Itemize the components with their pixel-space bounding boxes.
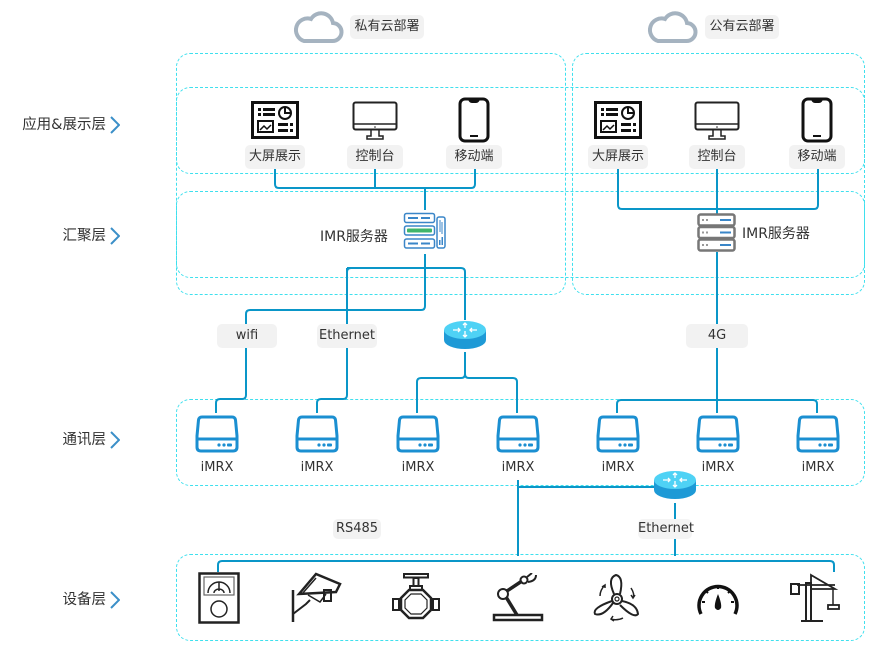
gateway-device-icon	[195, 415, 239, 453]
smartphone-icon	[801, 97, 833, 143]
chevron-right-icon	[110, 591, 120, 609]
smartphone-icon	[458, 97, 490, 143]
wire-private-branch	[346, 267, 466, 320]
private-cloud-region	[176, 53, 566, 295]
layer-label-text: 设备层	[62, 592, 107, 608]
valve-icon	[392, 573, 440, 620]
wire-devices-bus	[217, 560, 835, 572]
cloud-icon	[647, 11, 698, 43]
tower-crane-icon	[790, 573, 840, 622]
app-label: 控制台	[689, 145, 745, 169]
analog-meter-icon	[198, 572, 240, 624]
router-icon	[654, 471, 696, 499]
router-icon	[444, 321, 486, 349]
wire-private-wifi	[215, 268, 426, 413]
gateway-device-icon	[696, 415, 740, 453]
robot-arm-icon	[492, 573, 544, 622]
gateway-label: iMRX	[300, 460, 334, 475]
gateway-device-icon	[396, 415, 440, 453]
link-label-4g: 4G	[686, 324, 748, 348]
app-label: 大屏展示	[245, 145, 305, 169]
gateway-device-icon	[295, 415, 339, 453]
cloud-icon	[293, 11, 344, 43]
gateway-label: iMRX	[601, 460, 635, 475]
gateway-label: iMRX	[501, 460, 535, 475]
chevron-right-icon	[110, 227, 120, 245]
server-rack-icon	[403, 212, 446, 249]
monitor-icon	[352, 101, 398, 140]
link-label-wifi: wifi	[217, 324, 277, 348]
server-label: IMR服务器	[742, 226, 810, 242]
public-deployment-label: 公有云部署	[705, 15, 779, 39]
gateway-device-icon	[596, 415, 640, 453]
layer-label-text: 应用&展示层	[22, 117, 106, 133]
app-label: 大屏展示	[588, 145, 648, 169]
app-label: 控制台	[347, 145, 403, 169]
dashboard-screen-icon	[251, 101, 299, 139]
chevron-right-icon	[110, 431, 120, 449]
app-layer-band	[176, 87, 865, 174]
device-layer-band	[176, 554, 865, 641]
gateway-device-icon	[496, 415, 540, 453]
private-deployment-label: 私有云部署	[350, 15, 424, 39]
layer-label-app: 应用&展示层	[0, 113, 120, 134]
layer-label-text: 通讯层	[62, 432, 107, 448]
dashboard-screen-icon	[594, 101, 642, 139]
server-rack-icon	[697, 213, 736, 252]
aggregation-layer-band	[176, 191, 865, 278]
gateway-label: iMRX	[200, 460, 234, 475]
app-label: 移动端	[789, 145, 845, 169]
server-label: IMR服务器	[320, 229, 388, 245]
gauge-icon	[697, 584, 739, 615]
public-cloud-region	[572, 53, 865, 295]
app-label: 移动端	[446, 145, 502, 169]
link-label-rs485: RS485	[333, 519, 381, 539]
wire-imrx-to-router	[517, 480, 655, 556]
layer-label-device: 设备层	[0, 588, 120, 609]
layer-label-text: 汇聚层	[62, 228, 107, 244]
chevron-right-icon	[110, 116, 120, 134]
monitor-icon	[694, 101, 740, 140]
wire-private-ethernet	[316, 268, 348, 413]
link-label-ethernet: Ethernet	[638, 519, 694, 539]
gateway-device-icon	[796, 415, 840, 453]
communication-layer-band	[176, 399, 865, 486]
gateway-label: iMRX	[801, 460, 835, 475]
gateway-label: iMRX	[701, 460, 735, 475]
gateway-label: iMRX	[401, 460, 435, 475]
cctv-camera-icon	[291, 572, 342, 622]
wire-public-branch	[616, 399, 818, 413]
layer-label-communication: 通讯层	[0, 428, 120, 449]
wire-router-to-gateways	[416, 352, 518, 413]
link-label-ethernet: Ethernet	[317, 324, 377, 348]
layer-label-aggregation: 汇聚层	[0, 224, 120, 245]
fan-icon	[593, 573, 640, 622]
